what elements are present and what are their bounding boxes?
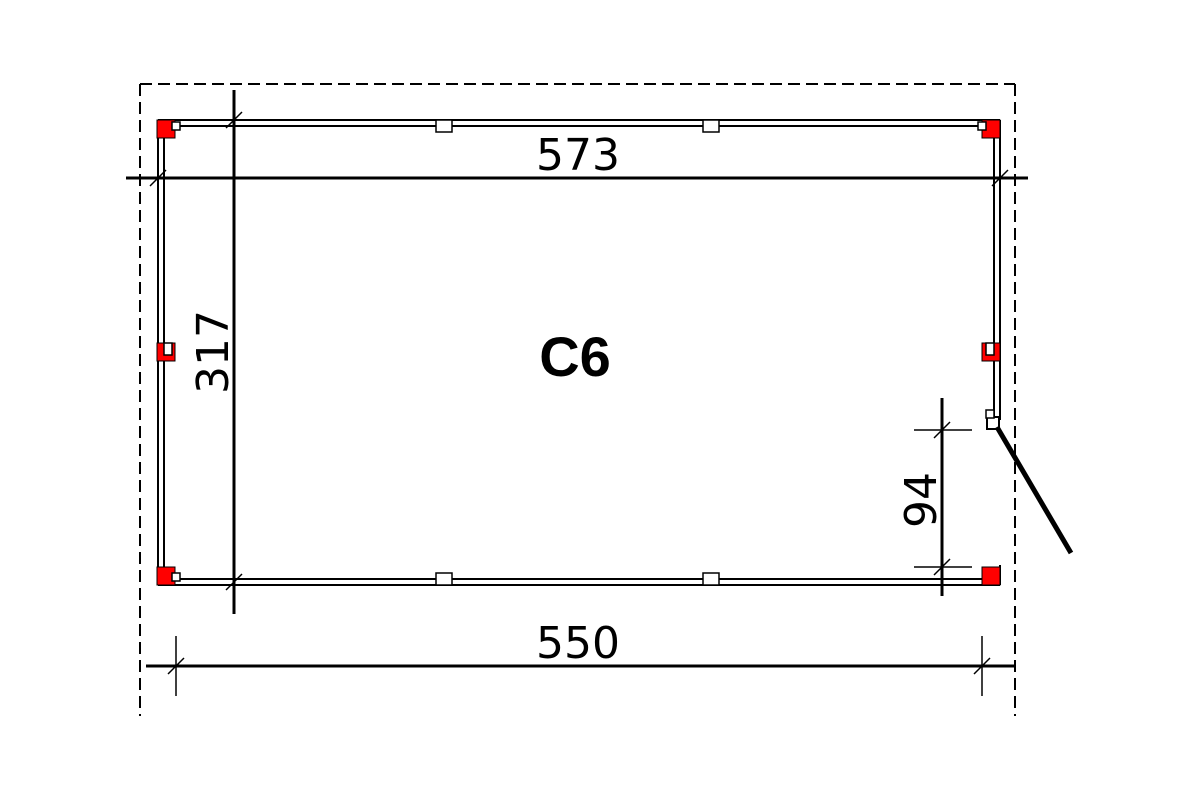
connector-bottom-2 [702, 572, 720, 586]
connector-bottom-1 [435, 572, 453, 586]
dimension-label-317: 317 [188, 310, 239, 394]
connector-right-door [985, 409, 995, 419]
roof-overhang-outline [139, 83, 1016, 716]
wall-connectors [163, 119, 995, 586]
room-label: C6 [539, 325, 611, 388]
dimension-label-550: 550 [536, 618, 620, 669]
dimension-550 [146, 636, 1014, 696]
connector-right-mid [985, 342, 995, 356]
connector-left-bottom [171, 572, 181, 582]
dimension-94 [914, 398, 972, 596]
door [986, 416, 1074, 555]
connector-right-top [977, 121, 987, 131]
connector-left-top [171, 121, 181, 131]
post-bottom-right [981, 566, 1001, 586]
connector-top-1 [435, 119, 453, 133]
connector-top-2 [702, 119, 720, 133]
dimension-label-94: 94 [896, 472, 947, 528]
door-leaf [994, 425, 1074, 555]
connector-left-mid [163, 342, 173, 356]
dimension-573 [126, 164, 1028, 192]
dimension-317 [225, 90, 243, 614]
dimension-label-573: 573 [536, 130, 620, 181]
